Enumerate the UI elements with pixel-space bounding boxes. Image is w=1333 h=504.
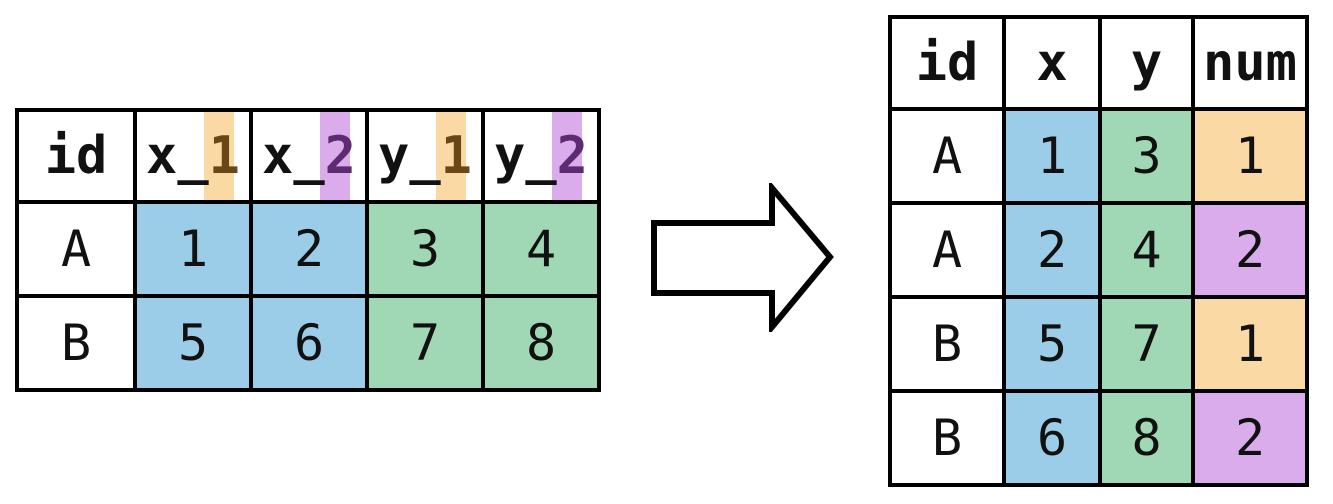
right-header-cell-id: id	[892, 19, 1002, 107]
data-cell: 7	[369, 298, 481, 388]
highlight-band-orange	[204, 112, 235, 200]
column-label-suffix: 2	[556, 126, 588, 186]
data-cell: 3	[369, 204, 481, 294]
left-header-cell-y1: y_1	[369, 112, 481, 200]
column-label-prefix: x_	[146, 126, 209, 186]
data-cell: 2	[1195, 205, 1305, 295]
data-cell: A	[19, 204, 133, 294]
result-long-table: id x y num A 1 3 1 A 2 4 2 B 5 7 1 B 6 8…	[888, 15, 1309, 487]
data-cell: A	[892, 111, 1002, 201]
left-header-cell-x2: x_2	[253, 112, 365, 200]
left-header-cell-y2: y_2	[485, 112, 597, 200]
column-label: y_1	[378, 130, 472, 182]
data-cell: 6	[1006, 393, 1098, 483]
source-wide-table: id x_1 x_2 y_1 y_2 A 1 2 3 4 B 5 6 7 8	[15, 108, 601, 392]
column-label-suffix: 1	[440, 126, 472, 186]
column-label: x_1	[146, 130, 240, 182]
data-cell: 8	[485, 298, 597, 388]
data-cell: 1	[137, 204, 249, 294]
data-cell: 2	[1195, 393, 1305, 483]
right-header-cell-x: x	[1006, 19, 1098, 107]
data-cell: 5	[1006, 299, 1098, 389]
column-label: x_2	[262, 130, 356, 182]
data-cell: B	[892, 299, 1002, 389]
left-header-cell-id: id	[19, 112, 133, 200]
data-cell: A	[892, 205, 1002, 295]
data-cell: 5	[137, 298, 249, 388]
column-label: y_2	[494, 130, 588, 182]
data-cell: 4	[485, 204, 597, 294]
column-label-suffix: 2	[324, 126, 356, 186]
data-cell: 2	[253, 204, 365, 294]
data-cell: 3	[1102, 111, 1191, 201]
data-cell: B	[892, 393, 1002, 483]
right-header-cell-num: num	[1195, 19, 1305, 107]
data-cell: 1	[1195, 299, 1305, 389]
data-cell: 4	[1102, 205, 1191, 295]
data-cell: B	[19, 298, 133, 388]
column-label-suffix: 1	[208, 126, 240, 186]
column-label-prefix: y_	[494, 126, 557, 186]
data-cell: 6	[253, 298, 365, 388]
column-label: id	[44, 126, 108, 186]
data-cell: 2	[1006, 205, 1098, 295]
column-label-prefix: y_	[378, 126, 441, 186]
data-cell: 7	[1102, 299, 1191, 389]
data-cell: 8	[1102, 393, 1191, 483]
left-header-cell-x1: x_1	[137, 112, 249, 200]
column-label-prefix: x_	[262, 126, 325, 186]
right-header-cell-y: y	[1102, 19, 1191, 107]
highlight-band-purple	[552, 112, 583, 200]
transform-arrow-icon	[650, 179, 835, 336]
highlight-band-orange	[436, 112, 467, 200]
data-cell: 1	[1195, 111, 1305, 201]
highlight-band-purple	[320, 112, 351, 200]
data-cell: 1	[1006, 111, 1098, 201]
